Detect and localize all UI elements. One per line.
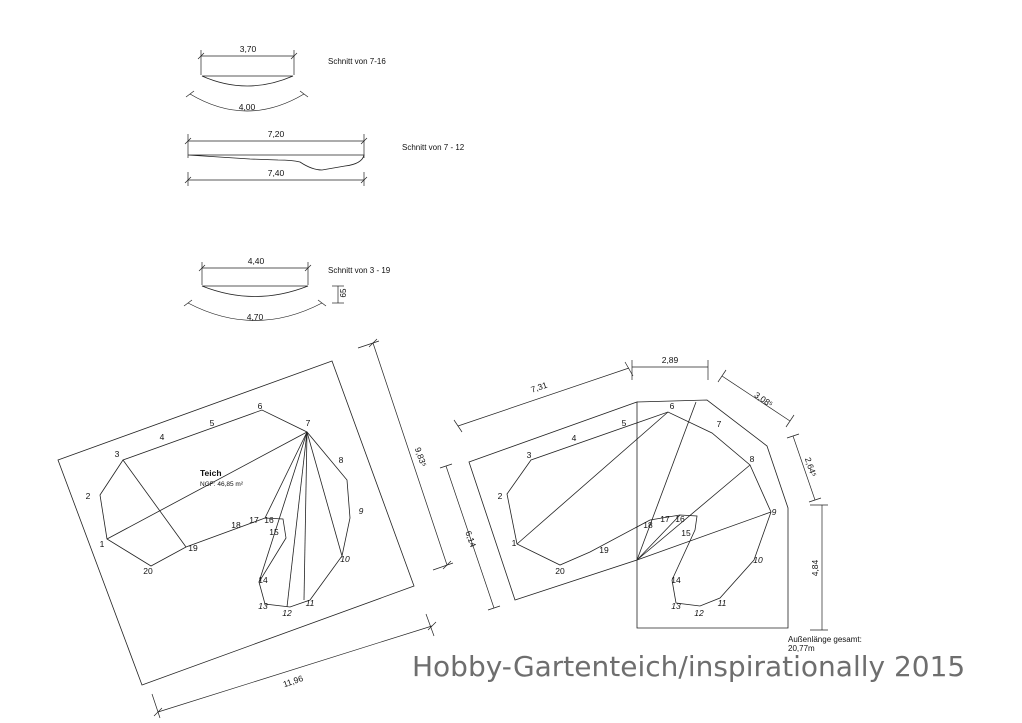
right-pond-outline — [506, 411, 772, 607]
left-point-10: 10 — [340, 554, 350, 564]
section-7-16: 3,70 4,00 Schnitt von 7-16 — [185, 44, 386, 112]
left-point-6: 6 — [258, 401, 263, 411]
left-point-9: 9 — [359, 506, 364, 516]
left-point-5: 5 — [210, 418, 215, 428]
section-7-16-title: Schnitt von 7-16 — [328, 57, 386, 66]
left-point-17: 17 — [249, 515, 259, 525]
right-point-12: 12 — [694, 608, 704, 618]
left-point-15: 15 — [269, 527, 279, 537]
left-pond-outline — [99, 409, 351, 608]
right-point-3: 3 — [527, 450, 532, 460]
left-point-8: 8 — [339, 455, 344, 465]
left-pond-name: Teich — [200, 468, 222, 478]
right-point-9: 9 — [772, 507, 777, 517]
right-point-19: 19 — [599, 545, 609, 555]
left-point-3: 3 — [115, 449, 120, 459]
left-bounding-rectangle — [57, 360, 415, 686]
section-7-12-bottom-length: 7,40 — [268, 168, 285, 178]
right-point-6: 6 — [670, 401, 675, 411]
right-point-5: 5 — [622, 418, 627, 428]
right-point-16: 16 — [675, 514, 685, 524]
section-7-12-title: Schnitt von 7 - 12 — [402, 143, 465, 152]
right-dim-5: 4,84 — [810, 559, 820, 576]
left-point-7: 7 — [306, 418, 311, 428]
right-dim-6: 6,14 — [463, 530, 478, 549]
right-dim-4: 2,64⁵ — [803, 456, 819, 478]
section-3-19-arc-length: 4,70 — [247, 312, 264, 322]
right-perimeter-value: 20,77m — [788, 644, 815, 653]
right-point-20: 20 — [555, 566, 565, 576]
left-point-12: 12 — [282, 608, 292, 618]
section-7-12: 7,20 7,40 Schnitt von 7 - 12 — [184, 129, 465, 186]
right-point-10: 10 — [753, 555, 763, 565]
right-point-4: 4 — [572, 433, 577, 443]
right-dim-1: 7,31 — [530, 380, 549, 395]
right-point-7: 7 — [717, 419, 722, 429]
right-dim-2: 2,89 — [662, 355, 679, 365]
right-point-8: 8 — [750, 454, 755, 464]
right-perimeter-label: Außenlänge gesamt: — [788, 635, 862, 644]
left-point-11: 11 — [306, 598, 315, 608]
left-dim-length: 11,96 — [282, 673, 305, 689]
section-3-19-title: Schnitt von 3 - 19 — [328, 266, 391, 275]
right-point-11: 11 — [718, 598, 727, 608]
right-point-18: 18 — [643, 520, 653, 530]
right-point-14: 14 — [671, 575, 681, 585]
left-point-19: 19 — [188, 543, 198, 553]
left-point-13: 13 — [258, 601, 268, 611]
section-7-16-top-width: 3,70 — [240, 44, 257, 54]
watermark: Hobby-Gartenteich/inspirationally 2015 — [412, 650, 966, 683]
section-7-16-arc-length: 4,00 — [239, 102, 256, 112]
plan-left: 9,83⁵ 11,96 Teich NGF: 46,85 m² 1 2 3 4 … — [57, 338, 454, 719]
section-7-12-top-width: 7,20 — [268, 129, 285, 139]
left-point-20: 20 — [143, 566, 153, 576]
section-3-19: 4,40 65 4,70 Schnitt von 3 - 19 — [183, 256, 391, 322]
right-point-2: 2 — [498, 491, 503, 501]
left-point-18: 18 — [231, 520, 241, 530]
left-dim-width: 9,83⁵ — [413, 446, 429, 468]
right-point-17: 17 — [660, 514, 670, 524]
section-3-19-depth: 65 — [339, 288, 348, 297]
left-point-4: 4 — [160, 432, 165, 442]
left-point-2: 2 — [86, 491, 91, 501]
right-dim-3: 3,08⁵ — [753, 390, 775, 410]
left-point-16: 16 — [264, 515, 274, 525]
left-area-label: NGF: 46,85 m² — [200, 481, 244, 488]
section-3-19-top-width: 4,40 — [248, 256, 265, 266]
left-point-1: 1 — [100, 539, 105, 549]
right-point-13: 13 — [671, 601, 681, 611]
right-point-1: 1 — [512, 538, 517, 548]
left-point-14: 14 — [258, 575, 268, 585]
right-point-15: 15 — [681, 528, 691, 538]
plan-right: 7,31 2,89 3,08⁵ 2,64⁵ 4,84 6,14 Außenlän… — [439, 355, 862, 653]
right-outline — [468, 399, 789, 629]
